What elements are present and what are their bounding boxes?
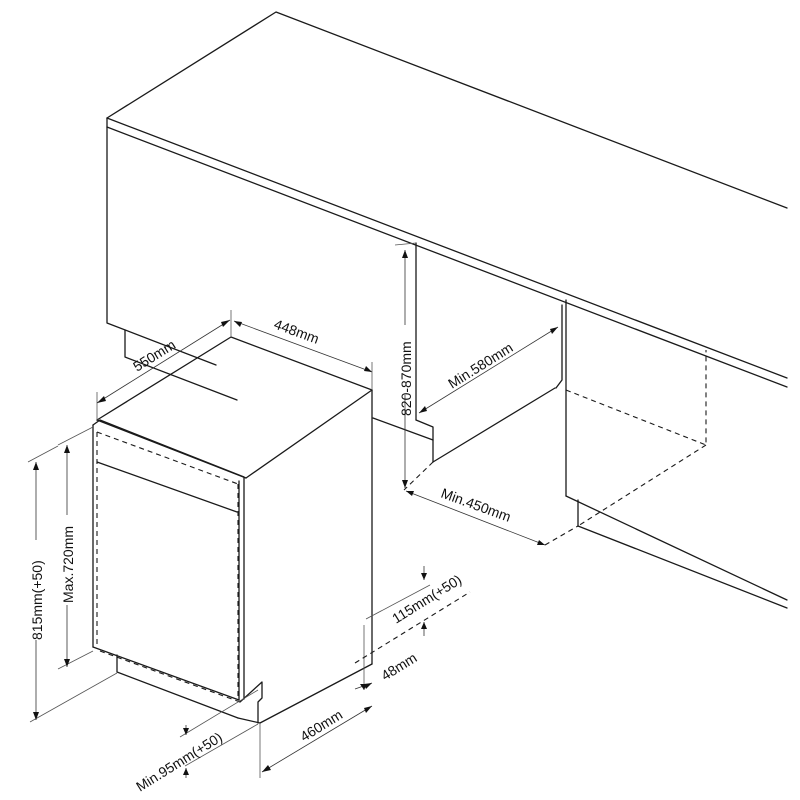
dimension-arrows [33, 250, 558, 775]
label-appliance-height: 815mm(+50) [29, 560, 45, 640]
label-plinth-offset: 48mm [378, 649, 419, 683]
label-width: 448mm [272, 316, 321, 347]
label-cabinet-height: 820-870mm [398, 341, 414, 416]
countertop-cabinet [106, 11, 788, 609]
label-base-depth: 460mm [297, 706, 345, 744]
label-door-height: Max.720mm [60, 526, 76, 603]
label-kick-clearance: Min.95mm(+50) [133, 729, 225, 795]
label-niche-depth: Min.580mm [445, 339, 516, 391]
label-niche-width: Min.450mm [439, 485, 513, 525]
dishwasher [92, 336, 373, 724]
dimension-lines [27, 242, 559, 778]
dimension-labels: 550mm 448mm 820-870mm Min.580mm Min.450m… [29, 316, 516, 795]
